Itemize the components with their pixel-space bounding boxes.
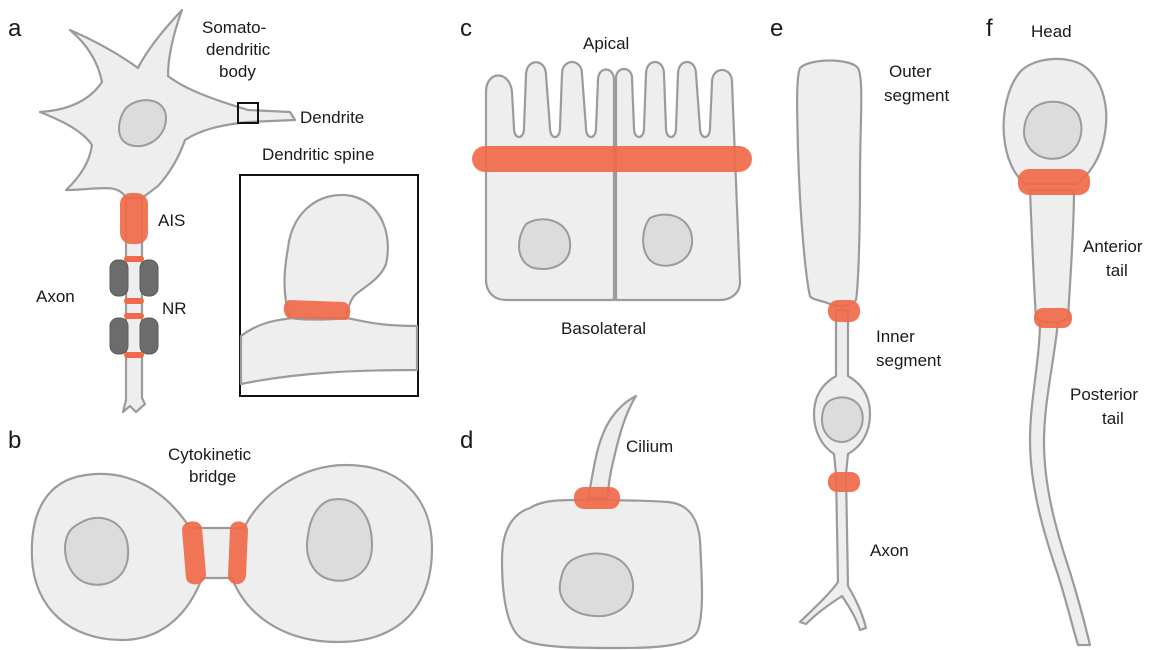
connecting-cilium-ring: [828, 300, 860, 322]
node-ranvier-ring: [124, 298, 144, 304]
outer-label-2: segment: [884, 86, 949, 105]
photoreceptor-axon-label: Axon: [870, 541, 909, 560]
node-ranvier-ring: [124, 352, 144, 358]
head-neck-ring: [1018, 169, 1090, 195]
epithelial-nucleus-left: [519, 219, 570, 269]
anterior-label-2: tail: [1106, 261, 1128, 280]
panel-b-letter: b: [8, 427, 21, 454]
soma-label-3: body: [219, 62, 256, 81]
cytokinetic-ring-right: [228, 521, 248, 584]
panel-d: d Cilium: [460, 396, 702, 648]
sperm-tail: [1030, 320, 1090, 645]
panel-b: b Cytokinetic bridge: [8, 427, 432, 642]
ciliated-nucleus: [560, 554, 633, 617]
nr-label: NR: [162, 299, 187, 318]
panel-a-letter: a: [8, 15, 22, 42]
inner-segment-and-axon: [800, 310, 870, 630]
basolateral-label: Basolateral: [561, 319, 646, 338]
inset-title: Dendritic spine: [262, 145, 374, 164]
axon-label: Axon: [36, 287, 75, 306]
photoreceptor-axon-ring: [828, 472, 860, 492]
apical-label: Apical: [583, 34, 629, 53]
head-label: Head: [1031, 22, 1072, 41]
photoreceptor-nucleus: [822, 397, 863, 442]
panel-f: f Head Anterior tail Posterior tail: [986, 15, 1143, 645]
dendrite-label: Dendrite: [300, 108, 364, 127]
anterior-label-1: Anterior: [1083, 237, 1143, 256]
cilium-label: Cilium: [626, 437, 673, 456]
epithelial-cell-right: [616, 62, 740, 300]
outer-label-1: Outer: [889, 62, 932, 81]
posterior-label-2: tail: [1102, 409, 1124, 428]
daughter-nucleus-right: [307, 499, 372, 581]
junctional-ring: [472, 146, 752, 172]
daughter-nucleus-left: [65, 518, 128, 585]
soma-label-1: Somato-: [202, 18, 266, 37]
panel-a: a Somato- dendritic body Dendrite AIS Ax…: [8, 10, 418, 412]
outer-segment: [797, 61, 861, 307]
sperm-nucleus: [1024, 102, 1081, 159]
ais-highlight: [120, 193, 148, 244]
panel-e: e Outer segment Inner segment Axon: [770, 15, 949, 630]
myelin-segment: [110, 260, 128, 296]
spine-neck-ring: [284, 300, 351, 320]
sperm-midpiece: [1030, 190, 1074, 323]
node-ranvier-ring: [124, 313, 144, 319]
ais-label: AIS: [158, 211, 185, 230]
panel-e-letter: e: [770, 15, 783, 42]
myelin-segment: [110, 318, 128, 354]
bridge-label-2: bridge: [189, 467, 236, 486]
soma-label-2: dendritic: [206, 40, 271, 59]
panel-d-letter: d: [460, 427, 473, 454]
inner-label-1: Inner: [876, 327, 915, 346]
myelin-segment: [140, 260, 158, 296]
posterior-label-1: Posterior: [1070, 385, 1138, 404]
panel-f-letter: f: [986, 15, 993, 42]
inner-label-2: segment: [876, 351, 941, 370]
panel-c: c Apical Basolateral: [460, 15, 752, 338]
ciliary-base-ring: [574, 487, 620, 509]
bridge-label-1: Cytokinetic: [168, 445, 252, 464]
annulus-ring: [1034, 308, 1072, 328]
node-ranvier-ring: [124, 256, 144, 262]
panel-c-letter: c: [460, 15, 472, 42]
epithelial-nucleus-right: [643, 215, 692, 266]
myelin-segment: [140, 318, 158, 354]
